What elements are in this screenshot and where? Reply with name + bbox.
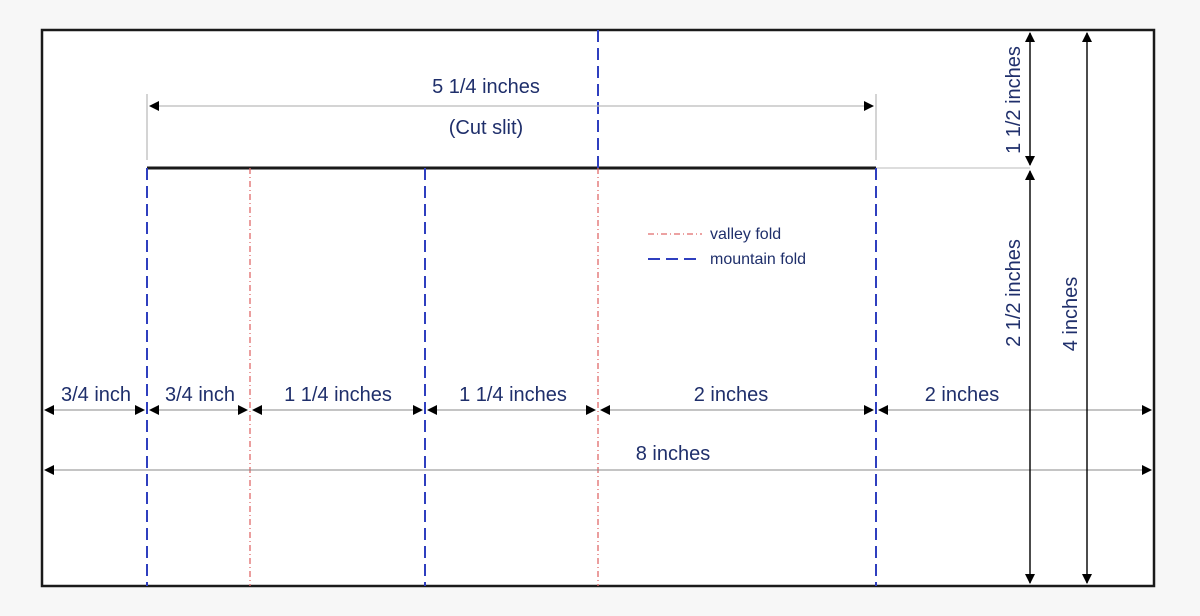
total-height-label: 4 inches [1060,277,1082,352]
segment-2-label: 3/4 inch [165,384,235,406]
total-width-label: 8 inches [636,443,711,465]
segment-1-label: 3/4 inch [61,384,131,406]
cut-slit-caption-label: (Cut slit) [449,117,523,139]
segment-3-label: 1 1/4 inches [284,384,392,406]
cut-slit-length-label: 5 1/4 inches [432,76,540,98]
segment-4-label: 1 1/4 inches [459,384,567,406]
lower-height-label: 2 1/2 inches [1003,239,1025,347]
legend-mountain-label: mountain fold [710,251,806,268]
segment-5-label: 2 inches [694,384,769,406]
top-height-label: 1 1/2 inches [1003,46,1025,154]
legend-valley-label: valley fold [710,226,781,243]
segment-6-label: 2 inches [925,384,1000,406]
